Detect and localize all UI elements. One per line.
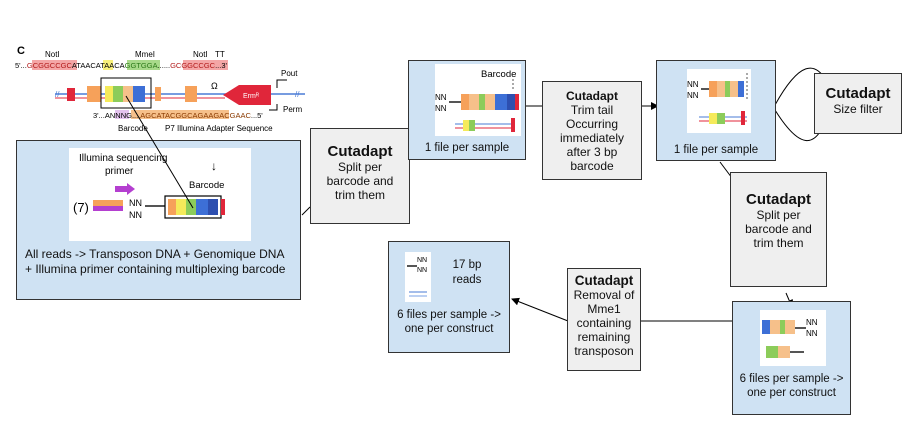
adapter-highlight <box>131 110 229 119</box>
step4-text: Split per barcode and trim them <box>745 208 812 250</box>
construct-diagram-mini: NN NN <box>760 310 826 366</box>
arrow-step5 <box>511 297 569 322</box>
svg-text://: // <box>295 90 300 99</box>
orange-block-2 <box>185 86 197 102</box>
omega-symbol: Ω <box>211 81 218 91</box>
adapter-label: P7 Illumina Adapter Sequence <box>165 124 273 133</box>
perm-label: Perm <box>283 105 302 114</box>
step5-text: Removal of Mme1 containing remaining tra… <box>573 288 635 358</box>
construct-box: NN NN 6 files per sample -> one per cons… <box>732 301 851 415</box>
primer-arrow-icon <box>115 183 135 195</box>
seq-highlight-mmei <box>127 60 160 70</box>
final-box: NN NN 17 bp reads 6 files per sample -> … <box>388 241 510 353</box>
sample-diagram-1: Barcode NN NN <box>435 64 521 136</box>
final-box-caption: 6 files per sample -> one per construct <box>397 309 501 335</box>
svg-text:NN: NN <box>435 104 447 113</box>
construct-box-caption: 6 files per sample -> one per construct <box>739 373 844 399</box>
step2-text: Trim tail Occurring immediately after 3 … <box>559 103 625 173</box>
sample-box-1-caption: 1 file per sample <box>424 142 510 154</box>
top-sequence: 5'...GCGGCCGCATAACATAACAGGTGGA......GCGG… <box>15 61 228 70</box>
step5-title: Cutadapt <box>574 273 634 288</box>
seq-highlight-noti-1 <box>32 60 77 70</box>
sample-box-2: NN NN 1 file per sample <box>656 60 776 161</box>
step1-text: Split per barcode and trim them <box>326 160 394 202</box>
orange-block <box>87 86 101 102</box>
enzyme-label-mmei: MmeI <box>135 50 155 59</box>
svg-text:NN: NN <box>417 257 427 264</box>
all-reads-caption: All reads -> Transposon DNA + Genomique … <box>25 247 286 276</box>
step2-box: Cutadapt Trim tail Occurring immediately… <box>542 81 642 180</box>
svg-text:NN: NN <box>687 91 699 100</box>
red-block <box>67 88 75 101</box>
sample-box-1: Barcode NN NN 1 file per sample <box>408 60 526 160</box>
step2-title: Cutadapt <box>566 89 618 103</box>
sample-box-2-caption: 1 file per sample <box>673 144 759 156</box>
final-reads-label: 17 bp reads <box>452 259 482 286</box>
illumina-title: Illumina sequencing <box>79 153 167 164</box>
barcode-region-box <box>100 77 152 109</box>
zoom-line <box>125 95 194 209</box>
step1-box: Cutadapt Split per barcode and trim them <box>310 128 410 224</box>
down-arrow-icon: ↓ <box>211 159 217 173</box>
svg-text:NN: NN <box>687 80 699 89</box>
pout-label: Pout <box>281 69 298 78</box>
read-number: (7) <box>73 200 89 215</box>
sample-diagram-2: NN NN <box>687 69 751 133</box>
step3-title: Cutadapt <box>825 85 891 102</box>
step4-title: Cutadapt <box>746 191 811 208</box>
inner-barcode-label: Barcode <box>189 180 224 191</box>
panel-c: C NotI MmeI NotI TT 5'...GCGGCCGCATAACAT… <box>15 40 315 145</box>
step4-box: Cutadapt Split per barcode and trim them <box>730 172 827 287</box>
seq-highlight-ta <box>103 60 113 70</box>
enzyme-label-tt: TT <box>215 50 225 59</box>
step3-box: Cutadapt Size filter <box>814 73 902 134</box>
final-diagram: NN NN <box>405 252 431 302</box>
svg-text:NN: NN <box>435 93 447 102</box>
svg-text://: // <box>55 90 60 99</box>
primer-label: primer <box>105 166 134 177</box>
enzyme-label-noti-1: NotI <box>45 50 60 59</box>
svg-text:NN: NN <box>417 267 427 274</box>
barcode-label: Barcode <box>118 124 148 133</box>
svg-text:NN: NN <box>806 318 818 327</box>
construct-diagram: C NotI MmeI NotI TT 5'...GCGGCCGCATAACAT… <box>15 45 305 133</box>
bottom-sequence: 3'...ANNNG....AGCATACGGCAGAAGACGAAC...5' <box>93 111 263 120</box>
all-reads-box: Illumina sequencing primer ↓ Barcode (7)… <box>16 140 301 300</box>
erm-label: Ermᴿ <box>243 93 260 100</box>
nn-label-1: NN <box>129 198 142 208</box>
step3-text: Size filter <box>833 102 883 116</box>
erm-arrow <box>223 85 271 105</box>
step5-box: Cutadapt Removal of Mme1 containing rema… <box>567 268 641 371</box>
enzyme-label-noti-2: NotI <box>193 50 208 59</box>
nn-label-2: NN <box>129 210 142 220</box>
sample1-barcode-label: Barcode <box>481 69 516 80</box>
seq-highlight-noti-2 <box>183 60 228 70</box>
reads-diagram: Illumina sequencing primer ↓ Barcode (7)… <box>69 148 251 241</box>
step1-title: Cutadapt <box>327 143 393 160</box>
svg-text:NN: NN <box>806 329 818 338</box>
panel-label: C <box>17 45 25 57</box>
